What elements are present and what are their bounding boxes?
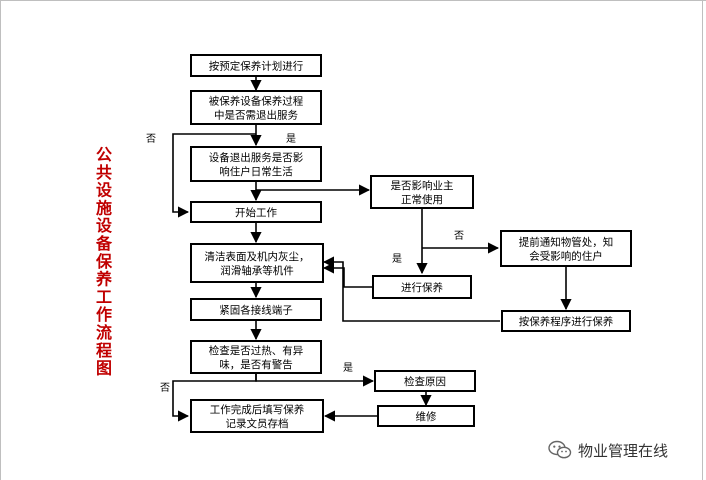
node-label: 检查是否过热、有异 (209, 344, 304, 357)
node-label: 正常使用 (401, 193, 443, 206)
node-label: 按保养程序进行保养 (519, 315, 614, 328)
flow-node-n6: 紧固各接线端子 (190, 298, 322, 321)
node-label: 清洁表面及机内灰尘， (205, 250, 310, 263)
label-yes-warning: 是 (343, 362, 353, 374)
label-no-affect: 否 (454, 230, 464, 242)
label-no-warning: 否 (160, 382, 170, 394)
title-char: 作 (96, 305, 112, 324)
node-label: 润滑轴承等机件 (220, 264, 294, 277)
node-label: 紧固各接线端子 (219, 304, 293, 317)
title-char: 公 (96, 145, 112, 164)
node-label: 检查原因 (404, 375, 446, 388)
flow-node-n13: 检查原因 (374, 370, 476, 392)
node-label: 中是否需退出服务 (214, 109, 298, 122)
node-box (190, 201, 322, 223)
node-box (374, 370, 476, 392)
title-char: 备 (95, 234, 113, 253)
node-label: 按预定保养计划进行 (209, 60, 304, 73)
flow-node-n12: 按保养程序进行保养 (501, 310, 631, 332)
node-label: 工作完成后填写保养 (210, 403, 305, 416)
node-box (190, 243, 324, 283)
flow-node-n11: 进行保养 (372, 275, 472, 299)
node-label: 进行保养 (401, 281, 443, 294)
flow-node-n5: 清洁表面及机内灰尘，润滑轴承等机件 (190, 243, 324, 283)
node-label: 提前通知物管处，知 (519, 236, 614, 249)
wechat-icon (548, 440, 572, 459)
node-box (372, 275, 472, 299)
label-no-exit: 否 (146, 133, 156, 145)
node-label: 被保养设备保养过程 (209, 95, 304, 108)
node-label: 维修 (416, 410, 437, 423)
edge-n7-n8-no (172, 372, 257, 422)
edge-n2-n4-no (172, 133, 256, 218)
node-box (190, 340, 322, 374)
node-label: 开始工作 (235, 206, 277, 219)
title-char: 共 (96, 163, 112, 182)
title-char: 图 (96, 359, 112, 378)
node-box (190, 54, 322, 77)
title-char: 工 (96, 287, 112, 306)
node-box (370, 175, 474, 209)
node-box (501, 310, 631, 332)
title-char: 流 (96, 323, 112, 342)
title-char: 保 (95, 252, 113, 271)
node-label: 会受影响的住户 (529, 250, 603, 263)
edge-n11-n5 (322, 262, 372, 288)
edge-n12-n5 (322, 256, 500, 322)
title-char: 养 (95, 270, 113, 289)
node-label: 记录文员存档 (226, 417, 289, 430)
label-yes-exit: 是 (286, 133, 296, 145)
node-label: 响住户日常生活 (219, 165, 293, 178)
flow-node-n7: 检查是否过热、有异味，是否有警告 (190, 340, 322, 374)
node-box (377, 405, 475, 427)
node-label: 是否影响业主 (391, 179, 454, 192)
title-char: 设 (96, 216, 113, 235)
flow-node-n4: 开始工作 (190, 201, 322, 223)
flow-edges (172, 76, 572, 422)
node-box (190, 90, 322, 125)
title-char: 施 (96, 198, 112, 217)
flow-node-n14: 维修 (377, 405, 475, 427)
title-char: 设 (96, 181, 113, 200)
flow-node-n1: 按预定保养计划进行 (190, 54, 322, 77)
node-box (190, 146, 322, 182)
label-yes-affect: 是 (392, 253, 402, 265)
title-char: 程 (96, 341, 112, 360)
node-label: 味，是否有警告 (219, 358, 293, 371)
node-box (190, 399, 324, 433)
node-box (500, 230, 632, 267)
edge-labels: 否 是 否 是 是 否 (146, 133, 464, 394)
watermark: 物业管理在线 (548, 440, 668, 460)
node-label: 设备退出服务是否影 (209, 151, 304, 164)
watermark-text: 物业管理在线 (578, 441, 669, 460)
flow-nodes: 按预定保养计划进行被保养设备保养过程中是否需退出服务设备退出服务是否影响住户日常… (190, 54, 632, 433)
node-box (190, 298, 322, 321)
